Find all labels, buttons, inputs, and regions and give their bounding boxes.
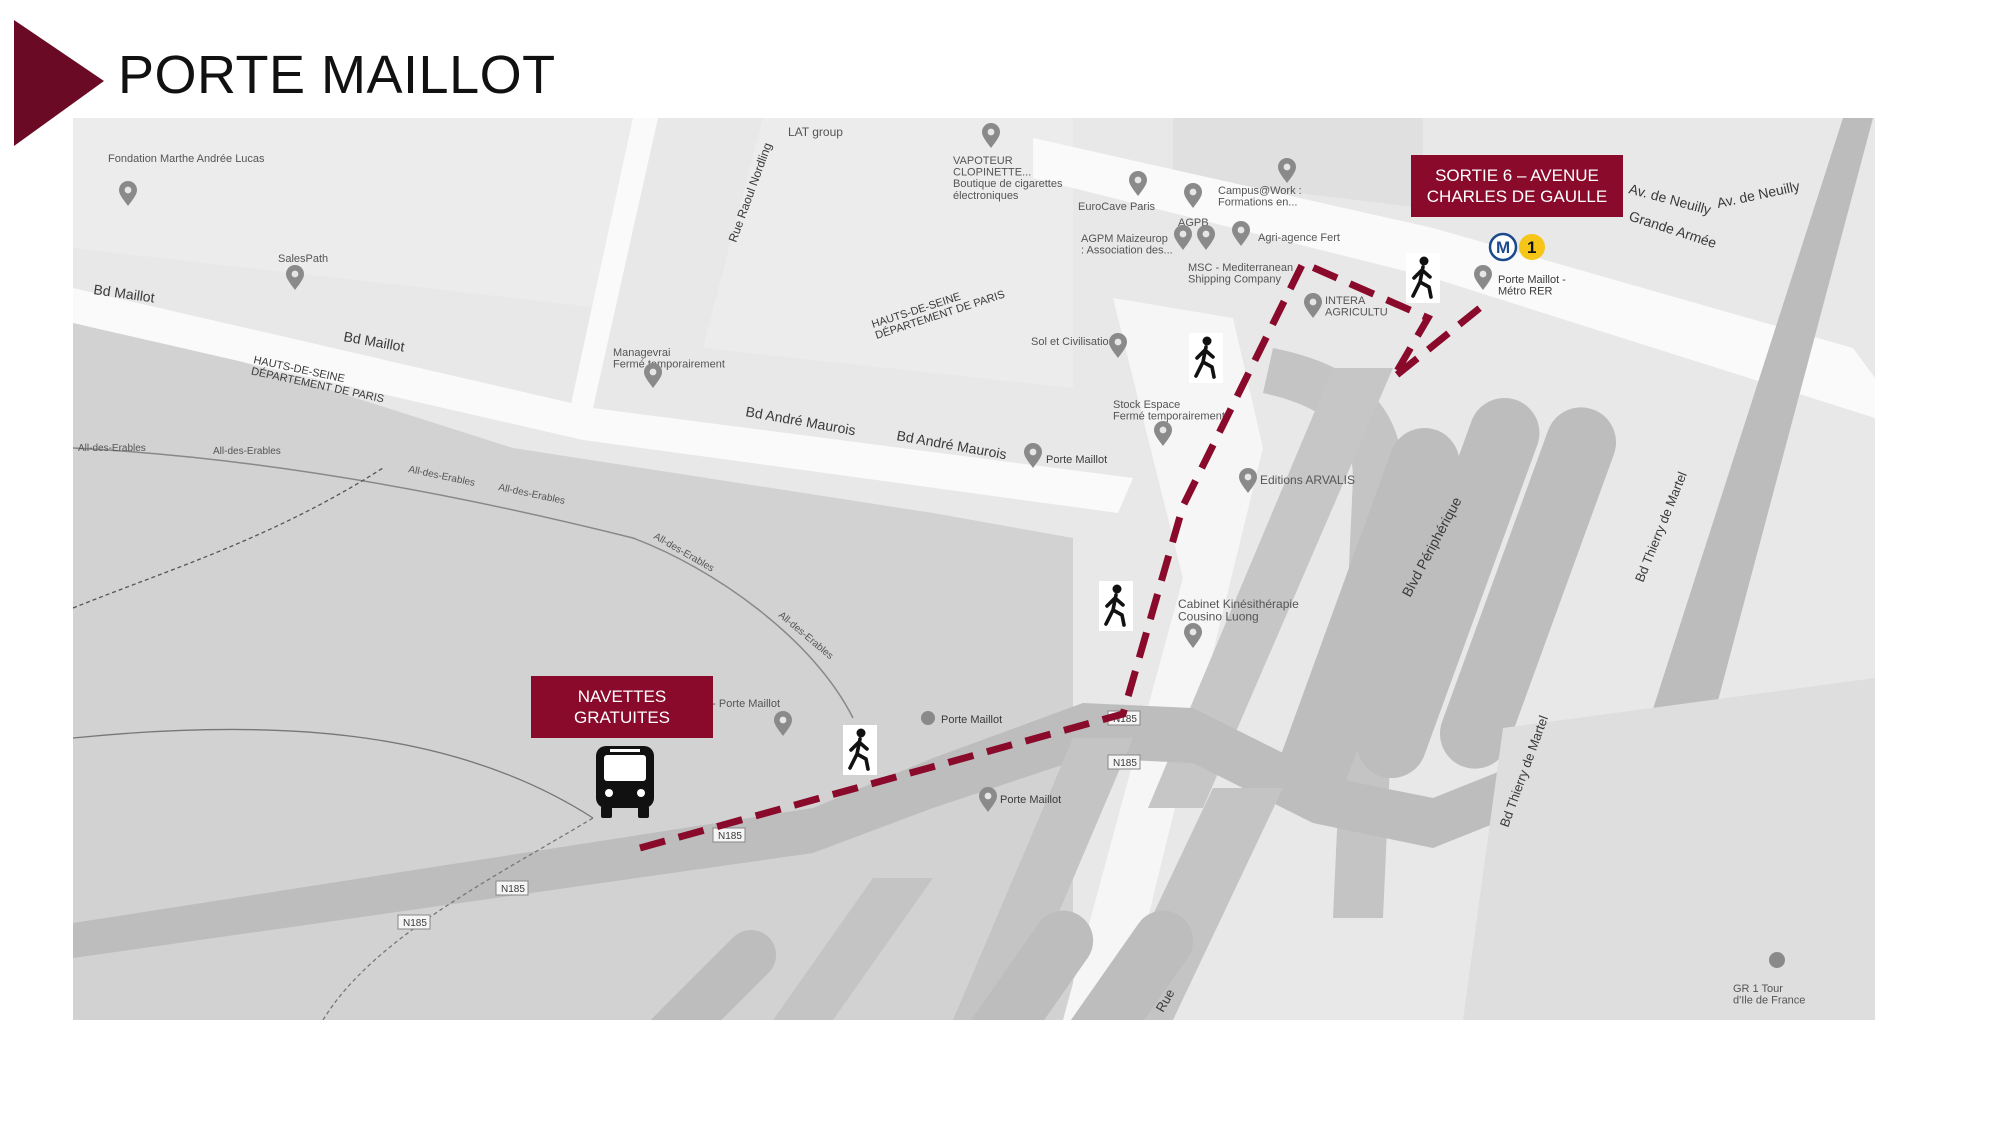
n185-shield: N185 — [495, 880, 529, 896]
page-title: PORTE MAILLOT — [118, 45, 556, 105]
map-label: SalesPath — [278, 253, 328, 265]
navettes-gratuites-label: NAVETTES GRATUITES — [531, 676, 713, 738]
svg-text:N185: N185 — [718, 831, 742, 842]
map-label: n - Porte Maillot — [703, 698, 780, 710]
line-1-icon: 1 — [1519, 234, 1545, 260]
map-label: EuroCave Paris — [1078, 201, 1156, 213]
map-label: Sol et Civilisation — [1031, 336, 1115, 348]
pedestrian-icon — [841, 723, 879, 777]
svg-text:N185: N185 — [403, 918, 427, 929]
n185-shield: N185 — [397, 914, 431, 930]
map-label: Campus@Work :Formations en... — [1218, 185, 1302, 209]
triangle-marker-icon — [14, 20, 104, 146]
svg-text:1: 1 — [1527, 238, 1536, 257]
map-label: Editions ARVALIS — [1260, 473, 1355, 487]
pedestrian-icon — [1097, 579, 1135, 633]
svg-text:M: M — [1496, 238, 1510, 257]
bd-maillot-road — [73, 288, 1133, 513]
map[interactable]: Fondation Marthe Andrée Lucas SalesPath … — [73, 118, 1875, 1020]
map-label: Porte Maillot — [941, 714, 1002, 726]
n185-shield: N185 — [712, 827, 746, 843]
map-label: All-des-Erables — [78, 443, 146, 454]
metro-icon: M — [1488, 232, 1518, 262]
map-label: Porte Maillot -Métro RER — [1498, 274, 1566, 298]
n185-road — [73, 703, 1533, 958]
svg-text:N185: N185 — [1113, 714, 1137, 725]
map-label: All-des-Erables — [213, 446, 281, 457]
map-label: AGPM Maizeurop: Association des... — [1081, 233, 1173, 257]
pedestrian-icon — [1187, 331, 1225, 385]
map-label: Porte Maillot — [1046, 454, 1107, 466]
hiking-icon — [1769, 952, 1785, 968]
map-label: Fondation Marthe Andrée Lucas — [108, 153, 265, 165]
bus-icon — [596, 746, 654, 818]
svg-text:N185: N185 — [1113, 758, 1137, 769]
pedestrian-icon — [1404, 251, 1442, 305]
walking-route — [639, 258, 1489, 852]
map-label: Agri-agence Fert — [1258, 232, 1340, 244]
map-label: Porte Maillot — [1000, 794, 1061, 806]
sortie-6-label: SORTIE 6 – AVENUE CHARLES DE GAULLE — [1411, 155, 1623, 217]
svg-text:N185: N185 — [501, 884, 525, 895]
map-label: LAT group — [788, 125, 843, 139]
n185-shield: N185 — [1107, 754, 1141, 770]
av-neuilly-road — [1033, 138, 1875, 418]
